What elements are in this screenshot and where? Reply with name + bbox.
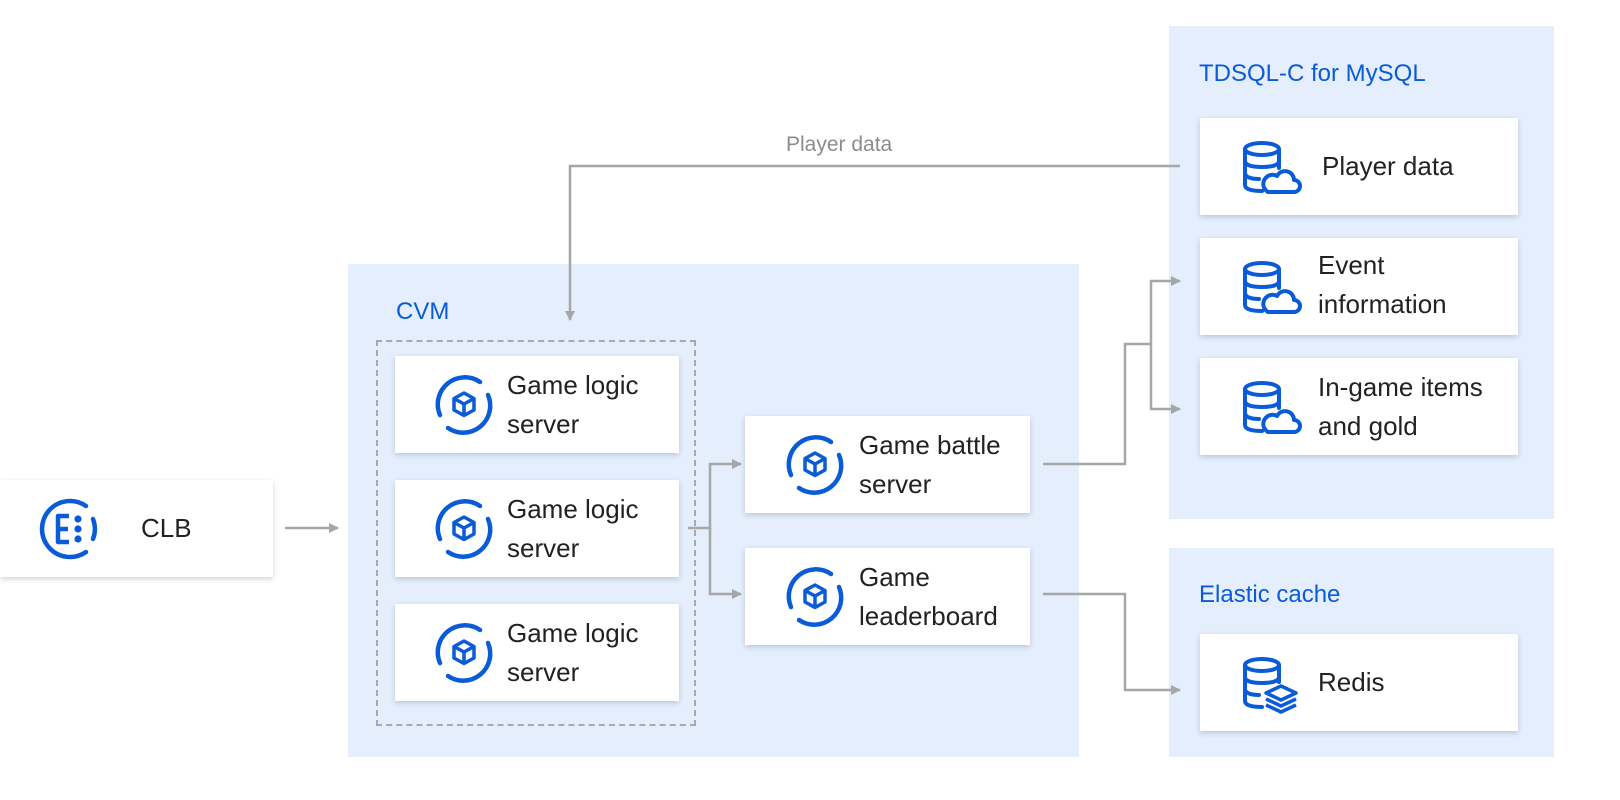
layered-database-icon [1238,652,1302,721]
clb-node[interactable]: CLB [0,480,273,577]
cloud-database-icon [1238,136,1302,205]
server-cube-icon [432,373,496,442]
tdsql-event-information-label-line1: Event [1318,250,1385,280]
game-logic-server-2-label-line1: Game logic [507,494,639,524]
server-cube-icon [783,433,847,502]
game-leaderboard[interactable]: Game leaderboard [745,548,1030,645]
edge-leaderboard-to-redis [1043,592,1181,695]
cloud-database-icon [1238,376,1302,445]
game-logic-server-3[interactable]: Game logic server [395,604,679,701]
edge-cluster-to-battle [688,459,742,530]
edge-player-data-to-cluster [565,164,1180,321]
game-logic-server-1[interactable]: Game logic server [395,356,679,453]
tdsql-player-data[interactable]: Player data [1200,118,1518,215]
elastic-cache-group-title: Elastic cache [1199,581,1341,608]
tdsql-in-game-items-label-line2: and gold [1318,411,1418,441]
server-cube-icon [432,497,496,566]
edge-cluster-to-leaderboard [708,528,742,599]
game-leaderboard-label-line1: Game [859,562,930,592]
tdsql-player-data-label: Player data [1322,151,1454,181]
redis-label: Redis [1318,667,1385,697]
redis-node[interactable]: Redis [1200,634,1518,731]
edge-battle-to-items [1149,344,1181,414]
load-balancer-icon [38,497,102,566]
game-battle-server-label-line1: Game battle [859,430,1001,460]
cloud-database-icon [1238,256,1302,325]
clb-label: CLB [141,513,192,543]
game-battle-server-label-line2: server [859,469,932,499]
tdsql-event-information[interactable]: Event information [1200,238,1518,335]
logic-server-cluster [376,340,696,726]
edge-battle-to-event [1043,276,1181,466]
game-logic-server-1-label-line2: server [507,409,580,439]
tdsql-in-game-items[interactable]: In-game items and gold [1200,358,1518,455]
game-logic-server-1-label-line1: Game logic [507,370,639,400]
game-logic-server-3-label-line1: Game logic [507,618,639,648]
tdsql-event-information-label-line2: information [1318,289,1447,319]
tdsql-group-title: TDSQL-C for MySQL [1199,60,1426,87]
server-cube-icon [432,621,496,690]
game-leaderboard-label-line2: leaderboard [859,601,998,631]
tdsql-in-game-items-label-line1: In-game items [1318,372,1483,402]
server-cube-icon [783,565,847,634]
game-battle-server[interactable]: Game battle server [745,416,1030,513]
game-logic-server-2-label-line2: server [507,533,580,563]
game-logic-server-3-label-line2: server [507,657,580,687]
game-logic-server-2[interactable]: Game logic server [395,480,679,577]
cvm-group-title: CVM [396,298,450,325]
player-data-edge-label: Player data [786,133,893,156]
